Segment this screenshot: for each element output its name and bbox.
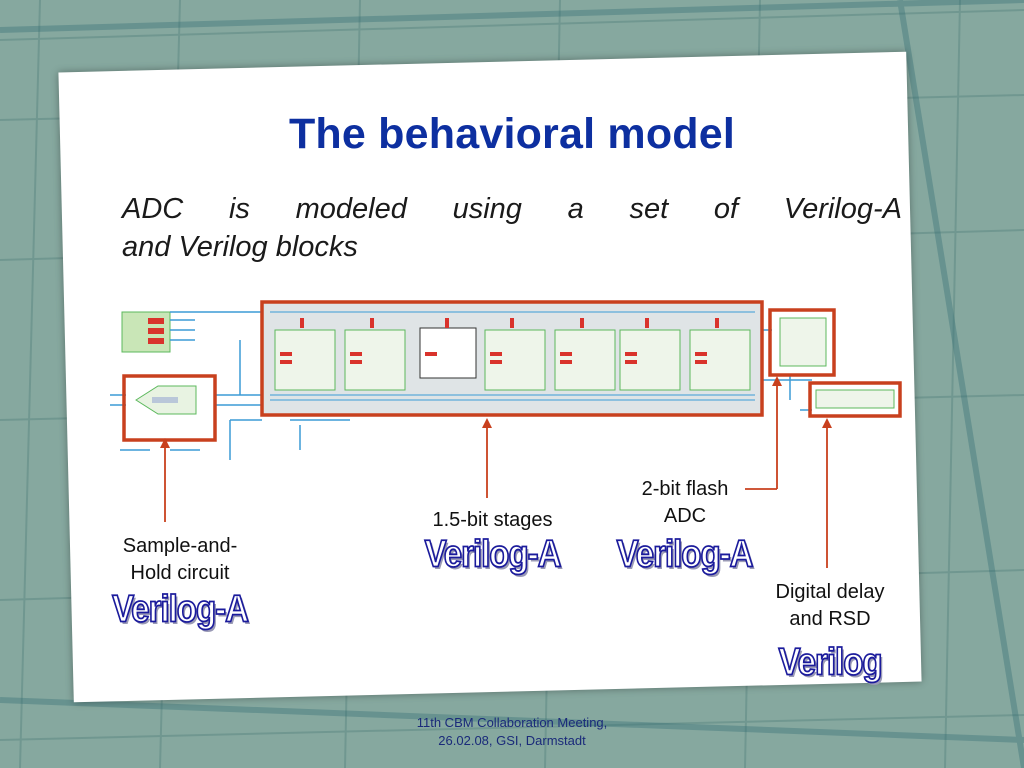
flash-adc-tag: Verilog-A (616, 531, 754, 575)
digital-label: Digital delay and RSD (745, 579, 915, 633)
footer-line-1: 11th CBM Collaboration Meeting, (416, 715, 608, 730)
flash-adc-label-line-2: ADC (663, 505, 707, 527)
stages-tag: Verilog-A (424, 531, 562, 575)
sample-hold-tag: Verilog-A (111, 586, 249, 630)
sample-hold-label: Sample-and- Hold circuit (95, 533, 265, 587)
digital-label-line-2: and RSD (789, 608, 871, 630)
footer-line-2: 26.02.08, GSI, Darmstadt (438, 733, 586, 748)
digital-label-line-1: Digital delay (775, 581, 885, 603)
sample-hold-label-line-2: Hold circuit (130, 562, 230, 584)
slide-title: The behavioral model (288, 110, 736, 158)
stages-label: 1.5-bit stages (432, 509, 553, 531)
subtitle-line-2: and Verilog blocks (122, 231, 358, 263)
digital-tag: Verilog (778, 639, 884, 683)
subtitle-line-1: ADC is modeled using a set of Verilog-A (122, 193, 902, 225)
footer: 11th CBM Collaboration Meeting, 26.02.08… (0, 714, 1024, 750)
flash-adc-label: 2-bit flash ADC (600, 476, 770, 530)
flash-adc-label-line-1: 2-bit flash (641, 478, 729, 500)
sample-hold-label-line-1: Sample-and- (122, 535, 238, 557)
